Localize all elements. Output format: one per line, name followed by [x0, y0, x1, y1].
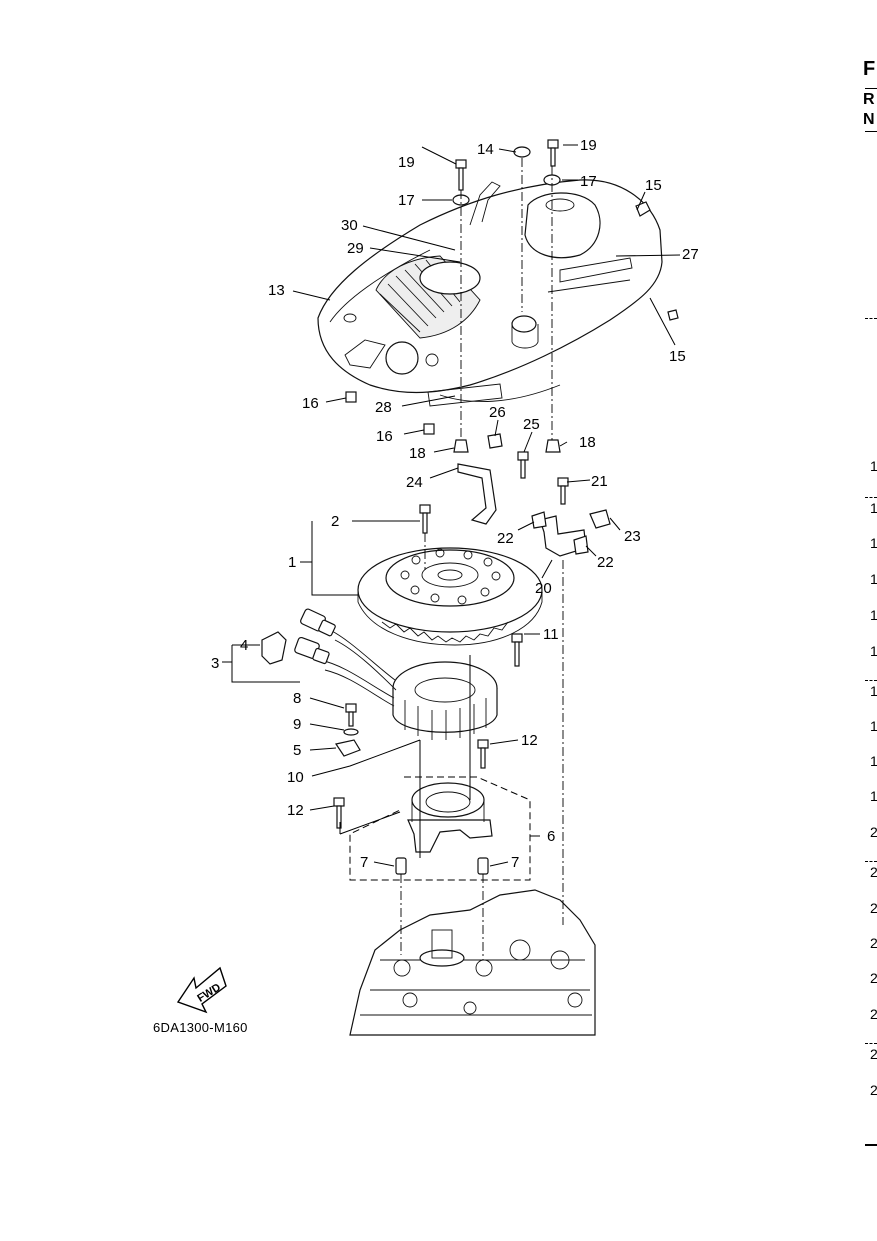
callout-5: 5 [293, 742, 301, 759]
edge-heading-letter: R [863, 91, 875, 108]
dowel-pin-left [395, 857, 407, 875]
clip-22-right [573, 535, 589, 555]
callout-28: 28 [375, 399, 392, 416]
edge-rule [865, 318, 877, 319]
callout-8: 8 [293, 690, 301, 707]
edge-row-digit: 1 [870, 683, 877, 699]
callout-17-right: 17 [580, 173, 597, 190]
callout-7-right: 7 [511, 854, 519, 871]
edge-row-digit: 2 [870, 864, 877, 880]
stator-coil [392, 661, 498, 740]
assembly-center-lines [400, 158, 564, 960]
edge-row-digit: 2 [870, 970, 877, 986]
edge-row-digit: 2 [870, 900, 877, 916]
edge-rule [865, 1144, 877, 1146]
edge-heading-letter: N [863, 111, 875, 128]
callout-12-right: 12 [521, 732, 538, 749]
callout-9: 9 [293, 716, 301, 733]
stator-wire-harness [294, 608, 397, 707]
callout-16-top: 16 [302, 395, 319, 412]
callout-23: 23 [624, 528, 641, 545]
callout-7-left: 7 [360, 854, 368, 871]
edge-heading-letter: F [863, 58, 876, 80]
callout-22-right: 22 [597, 554, 614, 571]
bolts-and-fasteners [333, 139, 679, 829]
callout-17-left: 17 [398, 192, 415, 209]
edge-row-digit: 2 [870, 1046, 877, 1062]
edge-rule [865, 861, 877, 862]
callout-27: 27 [682, 246, 699, 263]
flywheel-magneto [357, 547, 543, 646]
callout-6: 6 [547, 828, 555, 845]
edge-rule [865, 131, 877, 132]
edge-row-digit: 2 [870, 824, 877, 840]
callout-22-left: 22 [497, 530, 514, 547]
callout-30: 30 [341, 217, 358, 234]
callout-21: 21 [591, 473, 608, 490]
callout-1: 1 [288, 554, 296, 571]
clip-26 [487, 433, 503, 449]
bracket-24 [457, 463, 497, 525]
edge-row-digit: 1 [870, 607, 877, 623]
callout-10: 10 [287, 769, 304, 786]
edge-rule [865, 680, 877, 681]
edge-rule [865, 88, 877, 89]
drawing-code: 6DA1300-M160 [153, 1020, 248, 1035]
pulser-base-assembly [349, 776, 531, 881]
edge-row-digit: 1 [870, 500, 877, 516]
callout-15-top: 15 [645, 177, 662, 194]
edge-rule [865, 497, 877, 498]
edge-row-digit: 1 [870, 788, 877, 804]
callout-14: 14 [477, 141, 494, 158]
forward-direction-arrow: FWD [176, 966, 227, 1014]
callout-19-left: 19 [398, 154, 415, 171]
callout-26: 26 [489, 404, 506, 421]
callout-19-right: 19 [580, 137, 597, 154]
callout-2: 2 [331, 513, 339, 530]
callout-15-bottom: 15 [669, 348, 686, 365]
edge-row-digit: 1 [870, 535, 877, 551]
callout-18-left: 18 [409, 445, 426, 462]
callout-numbers: 1 2 3 4 5 6 7 7 8 9 10 11 12 12 13 14 15… [211, 137, 699, 871]
leader-lines [222, 144, 681, 867]
callout-12-left: 12 [287, 802, 304, 819]
callout-3: 3 [211, 655, 219, 672]
flywheel-cover [317, 179, 663, 407]
engine-block [349, 889, 596, 1036]
callout-11: 11 [543, 626, 559, 643]
edge-row-digit: 2 [870, 1006, 877, 1022]
callout-29: 29 [347, 240, 364, 257]
edge-row-digit: 1 [870, 571, 877, 587]
clip-22-left [531, 511, 547, 529]
callout-24: 24 [406, 474, 423, 491]
callout-18-right: 18 [579, 434, 596, 451]
edge-row-digit: 1 [870, 753, 877, 769]
edge-row-digit: 2 [870, 935, 877, 951]
dowel-pin-right [477, 857, 489, 875]
edge-row-digit: 1 [870, 458, 877, 474]
callout-25: 25 [523, 416, 540, 433]
callout-16-bottom: 16 [376, 428, 393, 445]
edge-row-digit: 1 [870, 718, 877, 734]
callout-4: 4 [240, 637, 248, 654]
edge-row-digit: 2 [870, 1082, 877, 1098]
edge-rule [865, 1043, 877, 1044]
edge-row-digit: 1 [870, 643, 877, 659]
wire-clamp-part-4 [261, 631, 287, 665]
callout-13: 13 [268, 282, 285, 299]
callout-20: 20 [535, 580, 552, 597]
